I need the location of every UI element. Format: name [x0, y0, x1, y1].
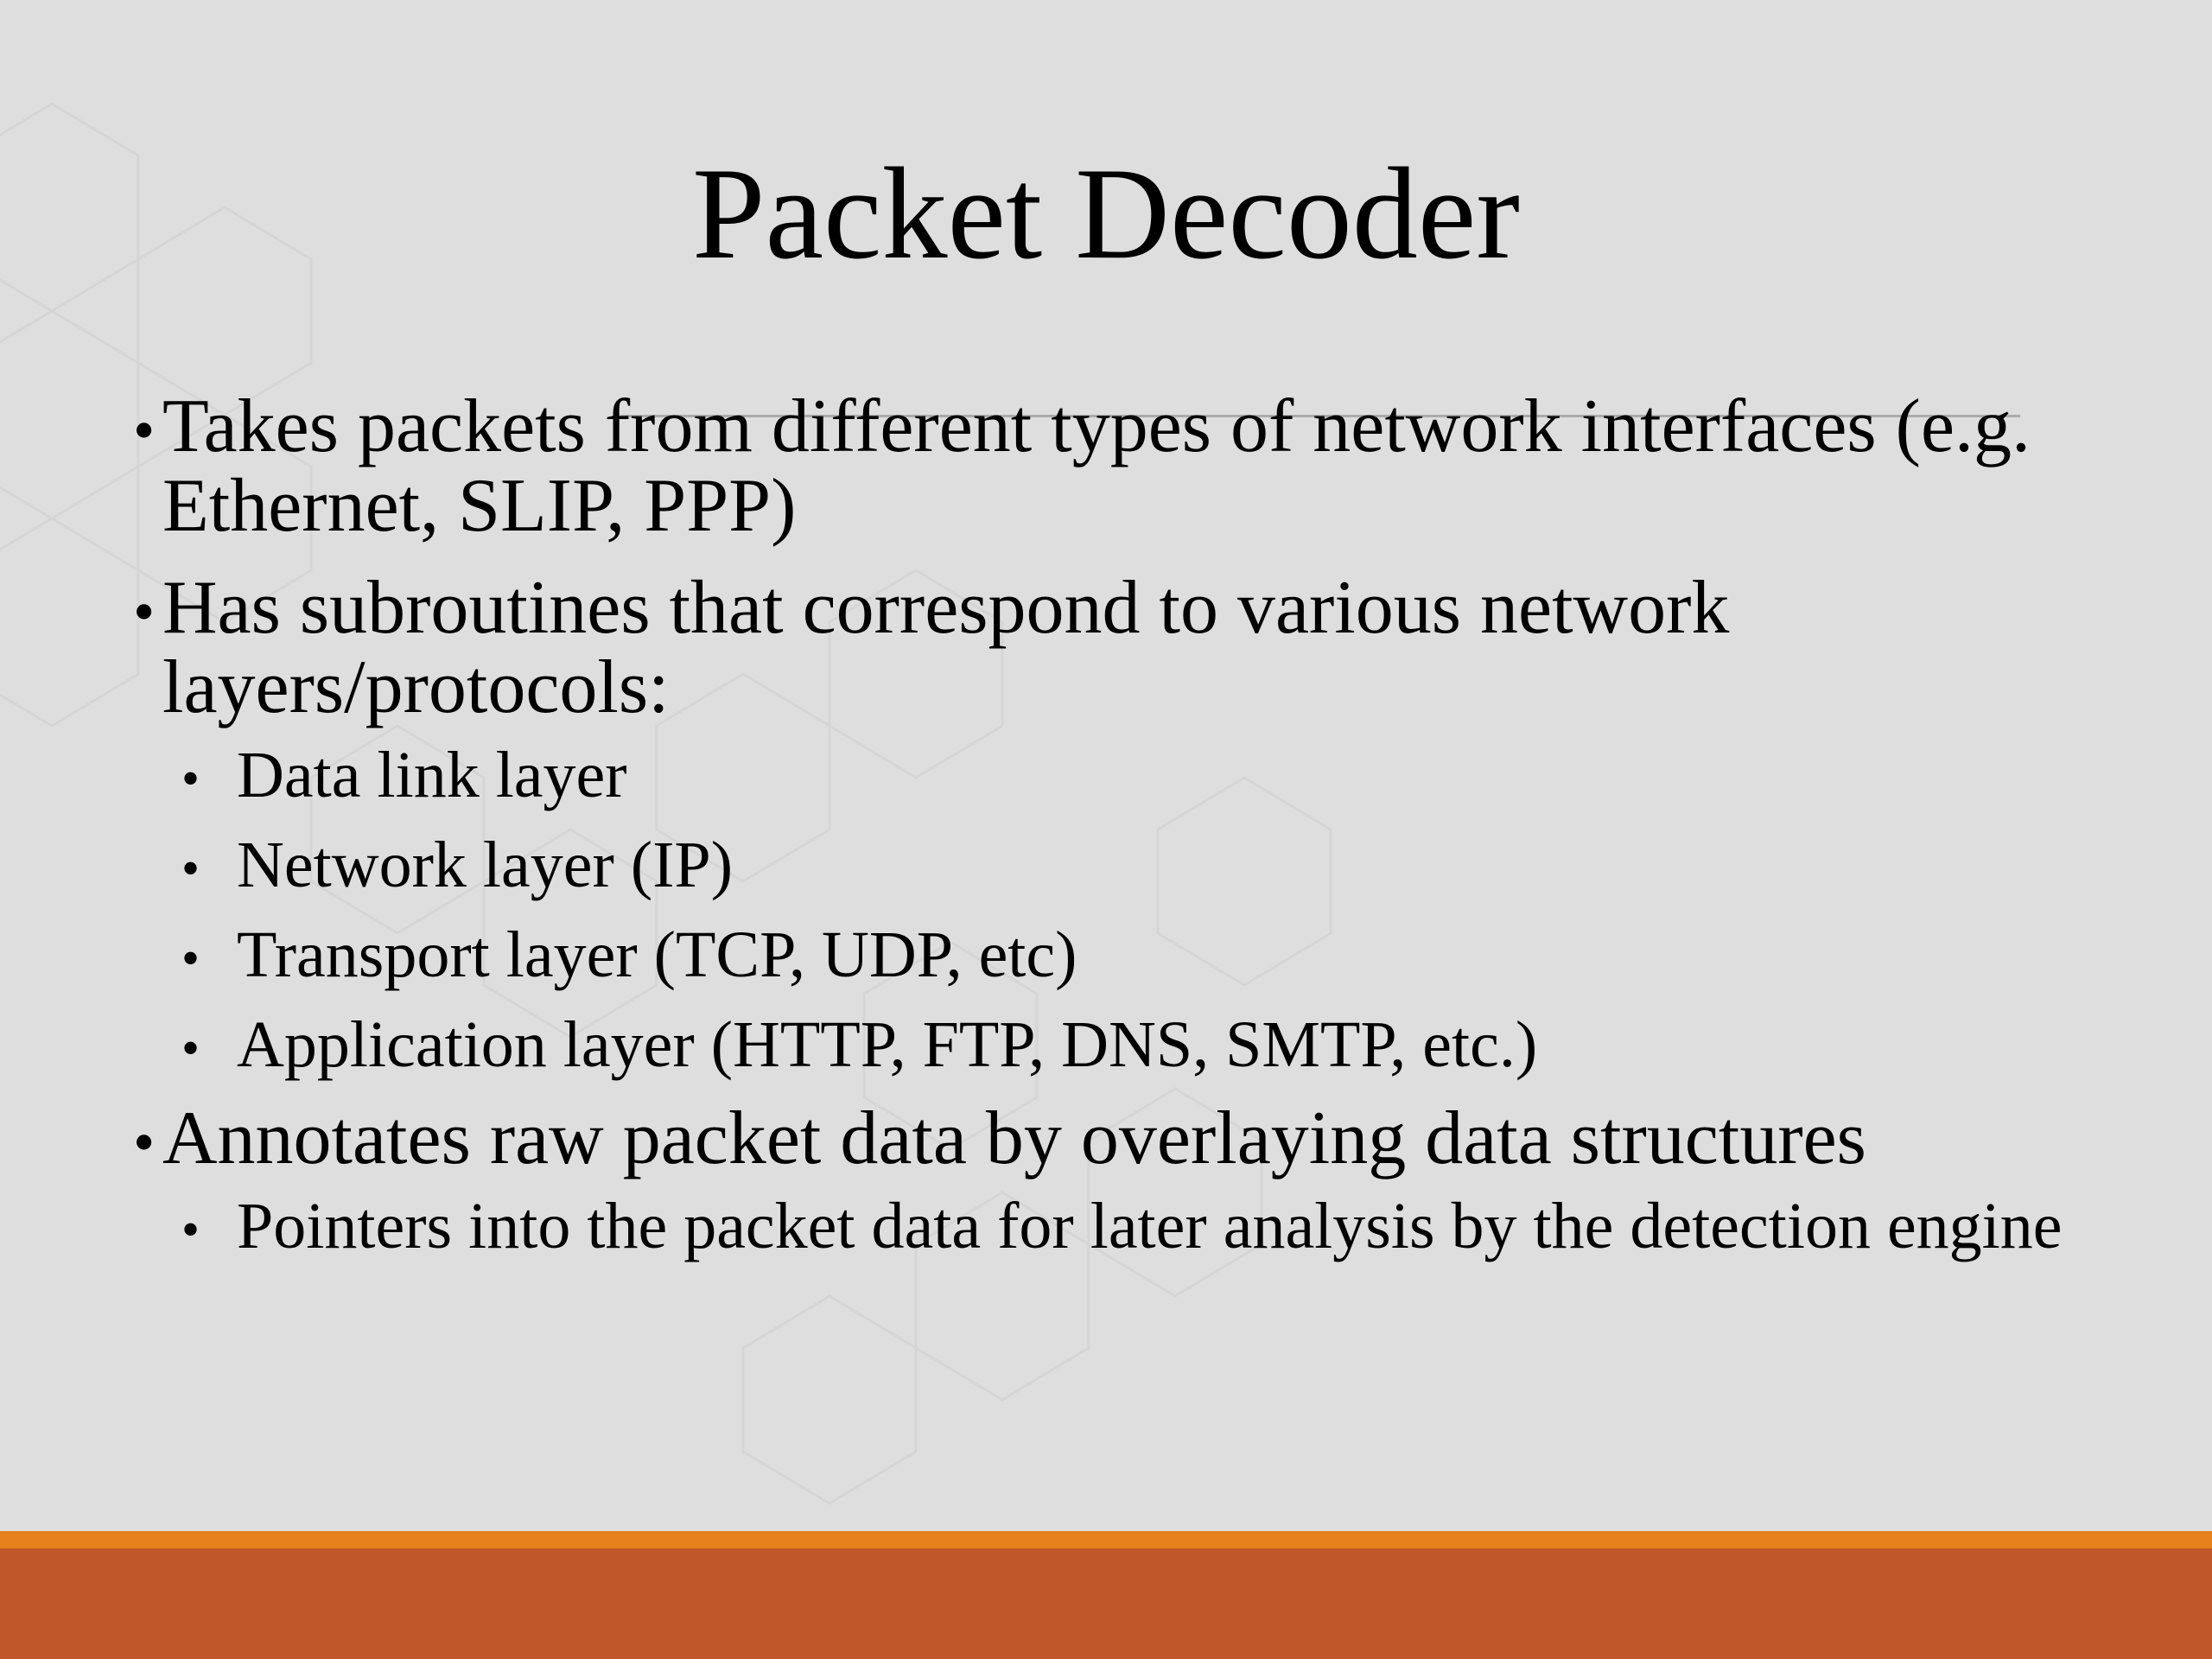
sub-bullet-text: Transport layer (TCP, UDP, etc) — [237, 918, 1077, 991]
sub-bullet-list: • Pointers into the packet data for late… — [131, 1191, 2084, 1262]
sub-bullet-text: Network layer (IP) — [237, 829, 734, 901]
sub-bullet-dot: • — [181, 930, 200, 987]
bullet-item-2: • Has subroutines that correspond to var… — [131, 569, 2084, 728]
bullet-list: • Takes packets from different types of … — [131, 387, 2084, 1281]
sub-bullet-dot: • — [181, 1201, 200, 1258]
sub-bullet-text: Pointers into the packet data for later … — [237, 1190, 2063, 1262]
sub-bullet-item: • Application layer (HTTP, FTP, DNS, SMT… — [131, 1009, 2084, 1080]
bullet-dot: • — [133, 396, 156, 465]
sub-bullet-dot: • — [181, 750, 200, 807]
sub-bullet-dot: • — [181, 840, 200, 897]
sub-bullet-text: Data link layer — [237, 739, 627, 811]
sub-bullet-text: Application layer (HTTP, FTP, DNS, SMTP,… — [237, 1008, 1538, 1081]
bullet-text: Takes packets from different types of ne… — [162, 385, 2031, 548]
bullet-item-3: • Annotates raw packet data by overlayin… — [131, 1099, 2084, 1179]
sub-bullet-item: • Transport layer (TCP, UDP, etc) — [131, 919, 2084, 990]
sub-bullet-item: • Data link layer — [131, 740, 2084, 810]
hexagon-background-pattern — [0, 0, 2212, 1529]
bullet-dot: • — [133, 1108, 156, 1177]
sub-bullet-item: • Network layer (IP) — [131, 830, 2084, 900]
bullet-text: Annotates raw packet data by overlaying … — [162, 1096, 1866, 1180]
sub-bullet-list: • Data link layer • Network layer (IP) •… — [131, 740, 2084, 1080]
bullet-dot: • — [133, 577, 156, 646]
overlay-line — [620, 415, 2020, 417]
slide-title: Packet Decoder — [692, 141, 1520, 286]
bullet-item-1: • Takes packets from different types of … — [131, 387, 2084, 546]
sub-bullet-dot: • — [181, 1020, 200, 1077]
bullet-text: Has subroutines that correspond to vario… — [162, 566, 1730, 729]
footer-band — [0, 1548, 2212, 1659]
sub-bullet-item: • Pointers into the packet data for late… — [131, 1191, 2084, 1262]
footer-accent-stripe — [0, 1531, 2212, 1548]
